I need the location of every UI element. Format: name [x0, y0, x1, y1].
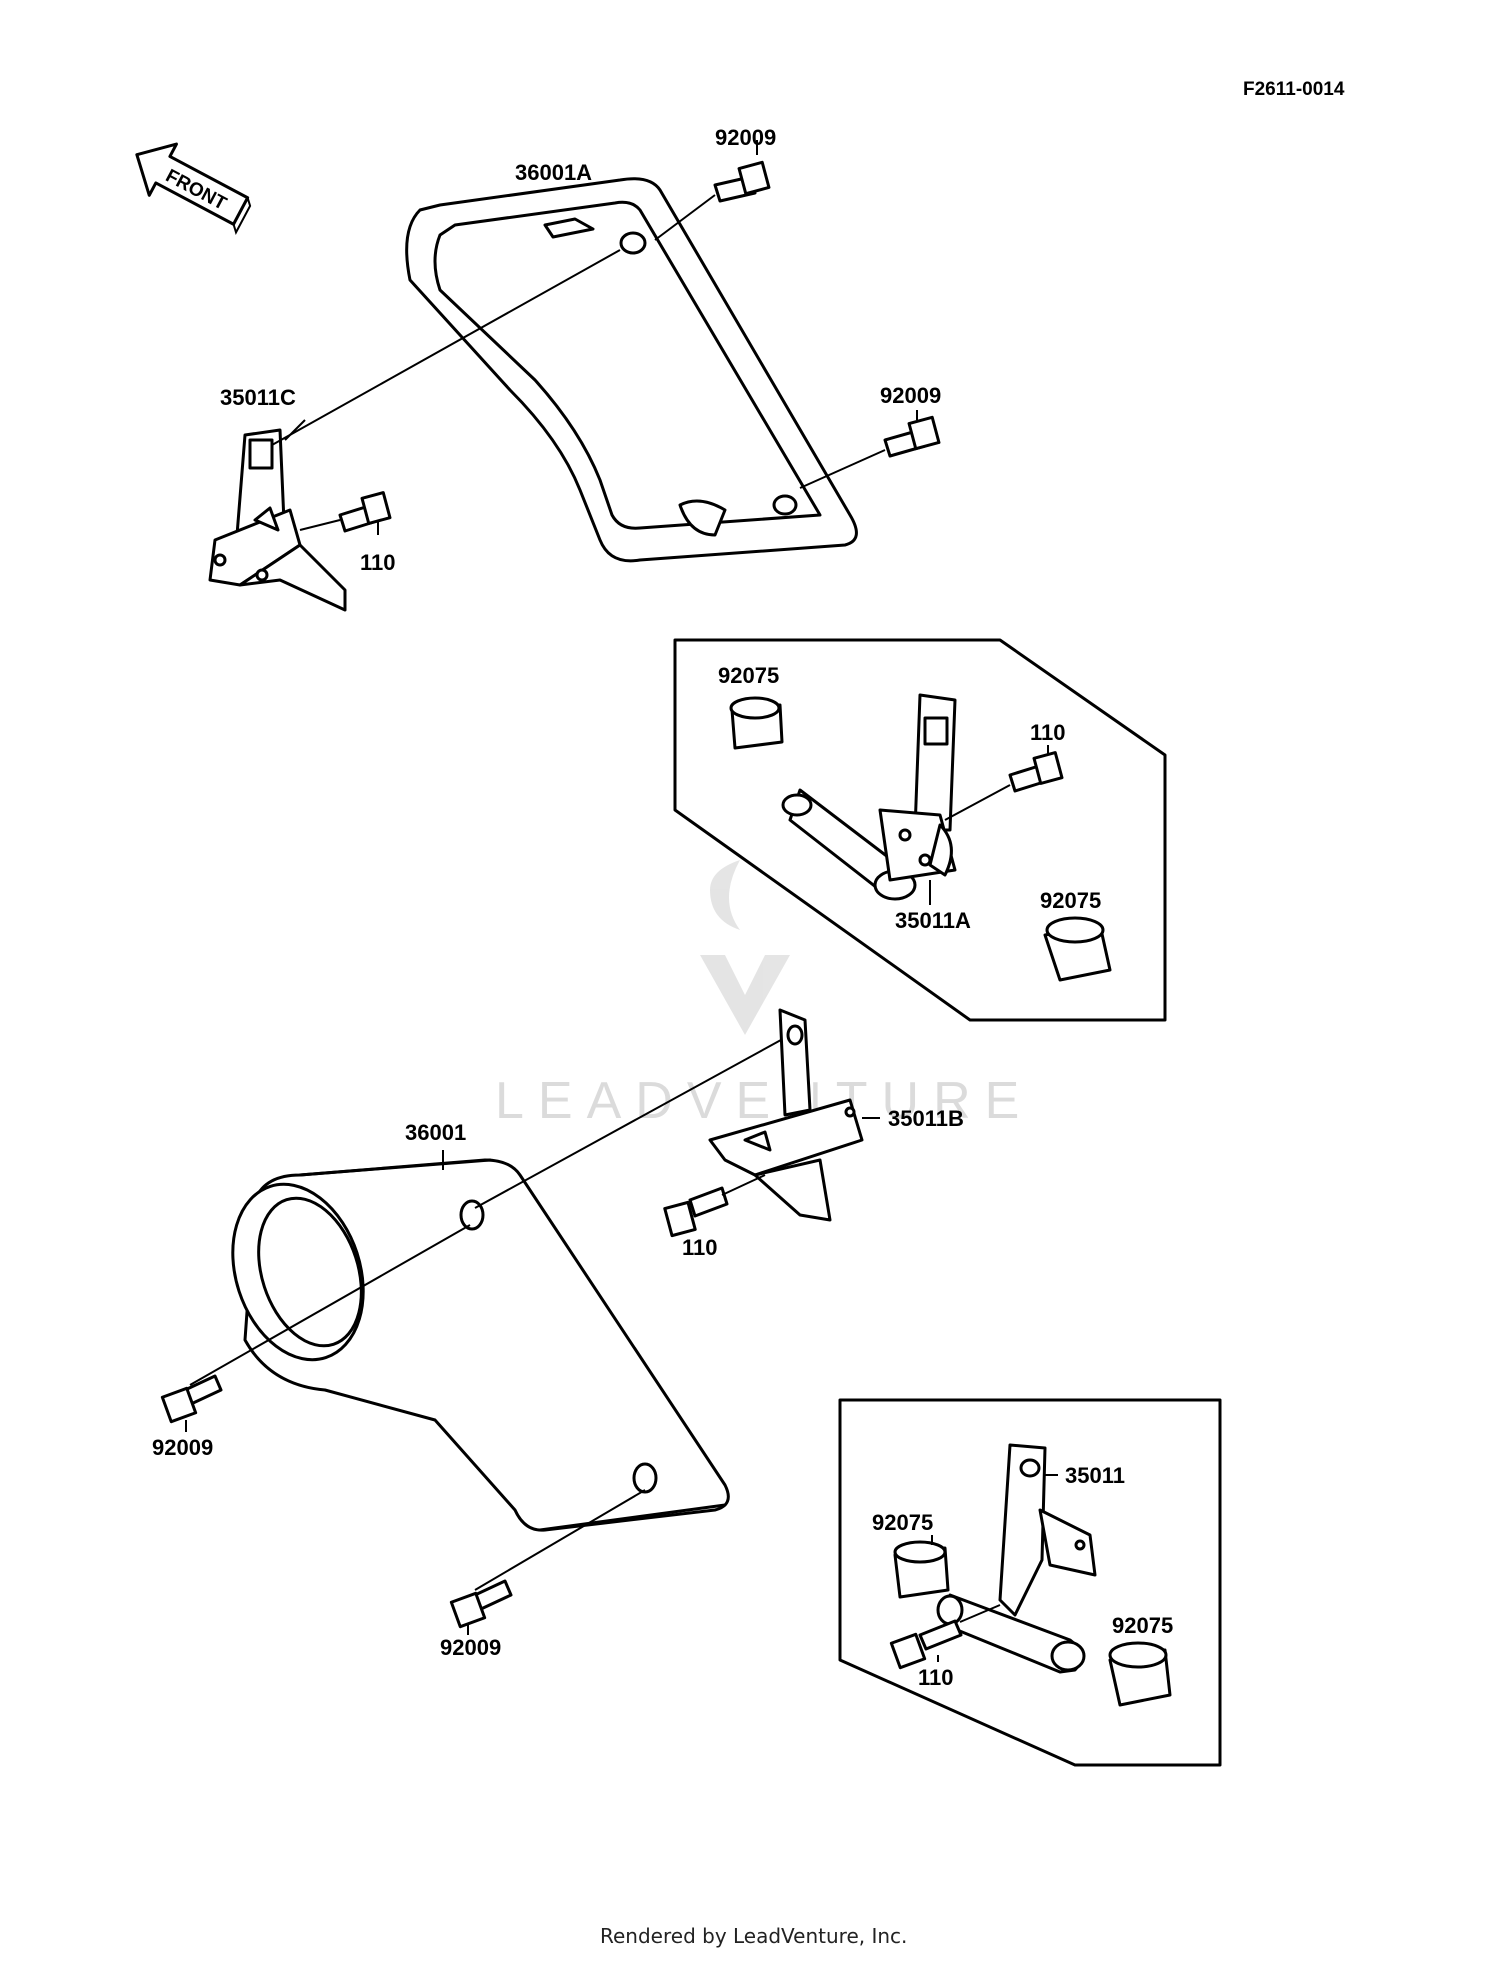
bolt-92009-top: [713, 160, 771, 203]
callout-92009-left: 92009: [152, 1435, 213, 1460]
callout-110-mid: 110: [682, 1235, 718, 1260]
callout-92075-box1a: 92075: [718, 663, 779, 688]
bracket-35011: [936, 1443, 1097, 1674]
collar-92075-box1a: [729, 696, 784, 750]
callout-92075-box1b: 92075: [1040, 888, 1101, 913]
callout-36001a: 36001A: [515, 160, 592, 185]
bolt-110-box2: [889, 1619, 963, 1670]
callout-110-top: 110: [360, 550, 396, 575]
front-arrow-icon: FRONT: [135, 142, 252, 235]
bolt-92009-left: [160, 1374, 223, 1424]
callout-36001: 36001: [405, 1120, 466, 1145]
collar-92075-box2a: [893, 1540, 950, 1599]
bracket-35011a: [781, 693, 957, 901]
collar-92075-box2b: [1108, 1641, 1172, 1707]
bolt-110-mid: [663, 1186, 729, 1238]
bolt-92009-mid: [883, 415, 941, 458]
callout-110-box1: 110: [1030, 720, 1066, 745]
callout-110-box2: 110: [918, 1665, 954, 1690]
bolt-110-box1: [1008, 751, 1064, 793]
callout-35011c: 35011C: [220, 385, 296, 410]
bracket-35011b: [708, 1008, 864, 1222]
variant-box-2: [838, 1398, 1222, 1767]
callout-35011: 35011: [1065, 1463, 1125, 1488]
variant-box-1: [673, 638, 1167, 1022]
callout-92075-box2a: 92075: [872, 1510, 933, 1535]
collar-92075-box1b: [1043, 916, 1112, 982]
callout-92009-mid: 92009: [880, 383, 941, 408]
callout-92009-bottom: 92009: [440, 1635, 501, 1660]
watermark: LEADVENTURE: [495, 860, 1033, 1130]
guard-36001: [231, 1158, 730, 1532]
bracket-35011c: [208, 428, 347, 612]
callout-35011a: 35011A: [895, 908, 971, 933]
bolt-110-top: [338, 491, 392, 533]
watermark-text: LEADVENTURE: [495, 1072, 1033, 1130]
callout-92009-top: 92009: [715, 125, 776, 150]
guard-36001a: [405, 177, 858, 563]
bolt-92009-bottom: [449, 1579, 513, 1629]
callout-92075-box2b: 92075: [1112, 1613, 1173, 1638]
footer-credit: Rendered by LeadVenture, Inc.: [600, 1924, 907, 1948]
callout-35011b: 35011B: [888, 1106, 964, 1131]
figure-code: F2611-0014: [1243, 79, 1345, 100]
